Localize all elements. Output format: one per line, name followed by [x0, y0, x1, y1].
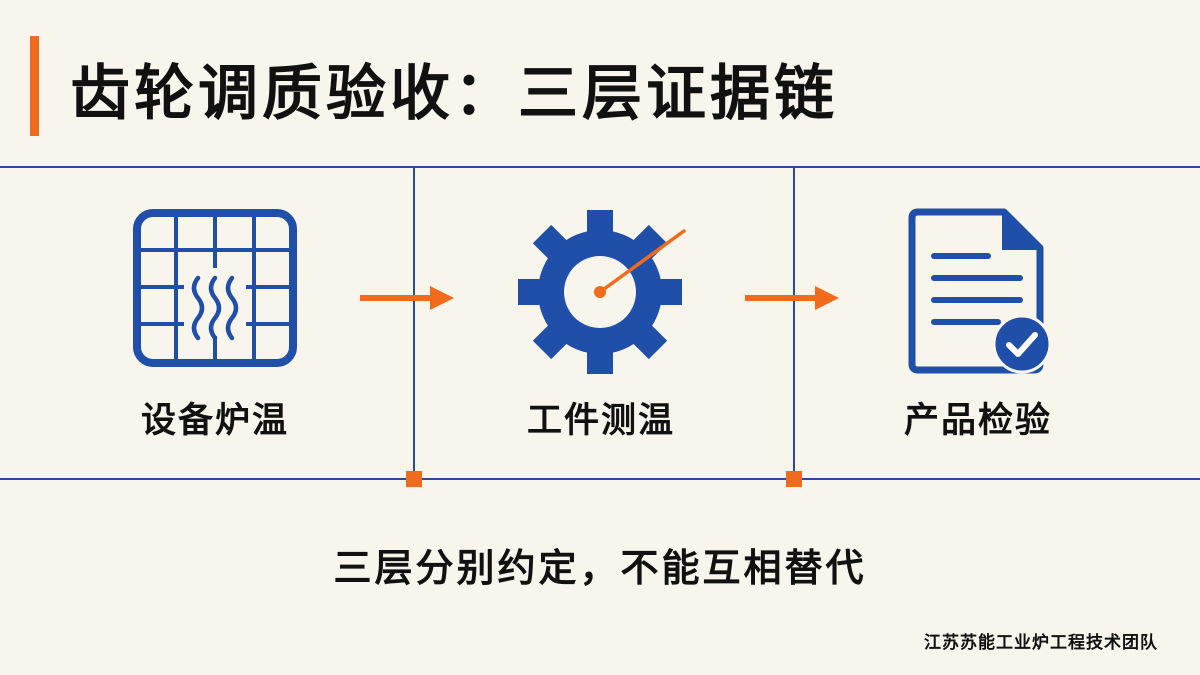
summary-statement: 三层分别约定，不能互相替代: [333, 546, 867, 590]
column-divider-2: [793, 167, 795, 480]
step-label-workpiece-temperature: 工件测温: [526, 401, 675, 441]
step-label-furnace-temperature: 设备炉温: [140, 401, 289, 441]
document-check-icon: [908, 208, 1052, 374]
title-accent-bar: [30, 36, 39, 136]
step-label-product-inspection: 产品检验: [903, 401, 1052, 441]
divider-marker-2: [786, 471, 802, 487]
footer-team-name: 江苏苏能工业炉工程技术团队: [924, 633, 1158, 653]
top-divider-line: [0, 166, 1200, 168]
arrow-right-icon: [745, 286, 839, 310]
divider-marker-1: [406, 471, 422, 487]
column-divider-1: [413, 167, 415, 480]
gear-thermometer-icon: [518, 210, 686, 374]
furnace-grid-heat-icon: [133, 209, 297, 367]
page-title: 齿轮调质验收：三层证据链: [70, 59, 838, 129]
bottom-divider-line: [0, 478, 1200, 480]
arrow-right-icon: [360, 286, 454, 310]
